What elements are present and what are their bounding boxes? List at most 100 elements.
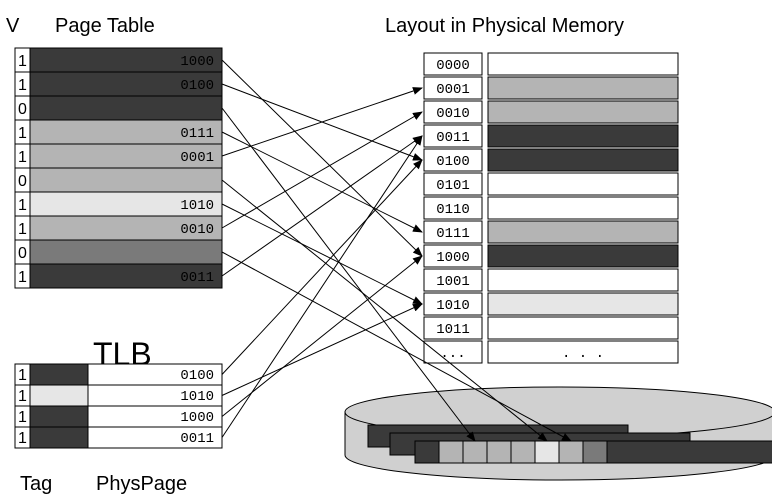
disk-sector (582, 440, 608, 464)
frame-content-cell (487, 292, 679, 316)
physical-page-number: 1010 (180, 198, 214, 214)
frame-address: ... (440, 346, 465, 362)
arrows (221, 59, 572, 442)
memory-frame: 0100 (423, 148, 679, 172)
memory-frame: 1010 (423, 292, 679, 316)
memory-frame: 0011 (423, 124, 679, 148)
memory-frame: 0110 (423, 196, 679, 220)
page-table-row: 0 (14, 95, 223, 121)
mapping-arrow (221, 159, 423, 375)
tlb-entry: 1 0011 (14, 426, 223, 449)
frame-address-cell (423, 76, 483, 100)
tlb-valid-bit: 1 (18, 409, 27, 426)
frame-content-cell (487, 172, 679, 196)
mapping-arrow (221, 59, 423, 257)
tlb-entry: 1 1000 (14, 405, 223, 428)
memory-frame: 0001 (423, 76, 679, 100)
physical-page-number: 0100 (180, 78, 214, 94)
frame-address-cell (423, 244, 483, 268)
frame-address: 0111 (436, 226, 470, 242)
frame-content-cell (487, 340, 679, 364)
page-table-row: 1 1010 (14, 191, 223, 217)
frame-address-cell (423, 340, 483, 364)
frame-content-cell (487, 316, 679, 340)
frame-content-cell (487, 196, 679, 220)
mapping-arrow (221, 107, 476, 442)
mapping-arrow (221, 111, 423, 229)
memory-frame: 1011 (423, 316, 679, 340)
mapping-arrow (221, 135, 423, 277)
frame-address: 1000 (436, 250, 470, 266)
frame-content-cell (487, 100, 679, 124)
tlb-tag-cell (29, 363, 89, 386)
frame-address-cell (423, 100, 483, 124)
mapping-arrow (221, 179, 548, 442)
frame-address: 0110 (436, 202, 470, 218)
frame-address-cell (423, 124, 483, 148)
disk-sector (438, 440, 464, 464)
valid-bit: 1 (18, 77, 27, 94)
frame-address: 0000 (436, 58, 470, 74)
frame-address: 0011 (436, 130, 470, 146)
memory-frame: 1001 (423, 268, 679, 292)
tlb-physpage: 0100 (180, 368, 214, 384)
physical-page-number: 0001 (180, 150, 214, 166)
tlb-physpage: 1000 (180, 410, 214, 426)
frame-address-cell (423, 148, 483, 172)
frame-address-cell (423, 52, 483, 76)
tlb-valid-bit: 1 (18, 430, 27, 447)
valid-bit: 1 (18, 53, 27, 70)
frame-content: . . . (562, 346, 604, 362)
physical-page-number: 0010 (180, 222, 214, 238)
frame-address: 0001 (436, 82, 470, 98)
valid-bit: 0 (18, 173, 27, 190)
frame-address: 1011 (436, 322, 470, 338)
tlb-physpage: 0011 (180, 431, 214, 447)
mapping-arrow (221, 87, 423, 157)
mapping-arrow (221, 303, 423, 396)
disk-sectors (414, 440, 608, 464)
valid-bit: 0 (18, 245, 27, 262)
memory-frame: 0010 (423, 100, 679, 124)
frame-content-cell (487, 76, 679, 100)
memory-frame: ... . . . (423, 340, 679, 364)
frame-content-cell (487, 124, 679, 148)
tlb-valid-bit: 1 (18, 367, 27, 384)
page-entry-cell (29, 167, 223, 193)
disk-sector (558, 440, 584, 464)
page-entry-cell (29, 119, 223, 145)
physical-memory-title: Layout in Physical Memory (385, 15, 624, 37)
disk-sector (534, 440, 560, 464)
frame-address-cell (423, 292, 483, 316)
page-entry-cell (29, 263, 223, 289)
mapping-arrow (221, 251, 572, 442)
valid-bit: 1 (18, 125, 27, 142)
tlb-tag-cell (29, 426, 89, 449)
page-entry-cell (29, 239, 223, 265)
memory-frame: 0101 (423, 172, 679, 196)
mapping-arrow (221, 203, 423, 305)
frame-content-cell (487, 244, 679, 268)
page-table-row: 1 0100 (14, 71, 223, 97)
frame-address-cell (423, 172, 483, 196)
frame-content-cell (487, 220, 679, 244)
memory-frame: 0111 (423, 220, 679, 244)
disk-sector (486, 440, 512, 464)
page-table-row: 0 (14, 239, 223, 265)
page-table-title: Page Table (55, 15, 155, 37)
frame-address-cell (423, 268, 483, 292)
page-table-row: 0 (14, 167, 223, 193)
valid-bit: 1 (18, 197, 27, 214)
frame-address: 0100 (436, 154, 470, 170)
valid-bit: 0 (18, 101, 27, 118)
disk-sector (462, 440, 488, 464)
frame-address: 0101 (436, 178, 470, 194)
tag-label: Tag (20, 473, 52, 495)
